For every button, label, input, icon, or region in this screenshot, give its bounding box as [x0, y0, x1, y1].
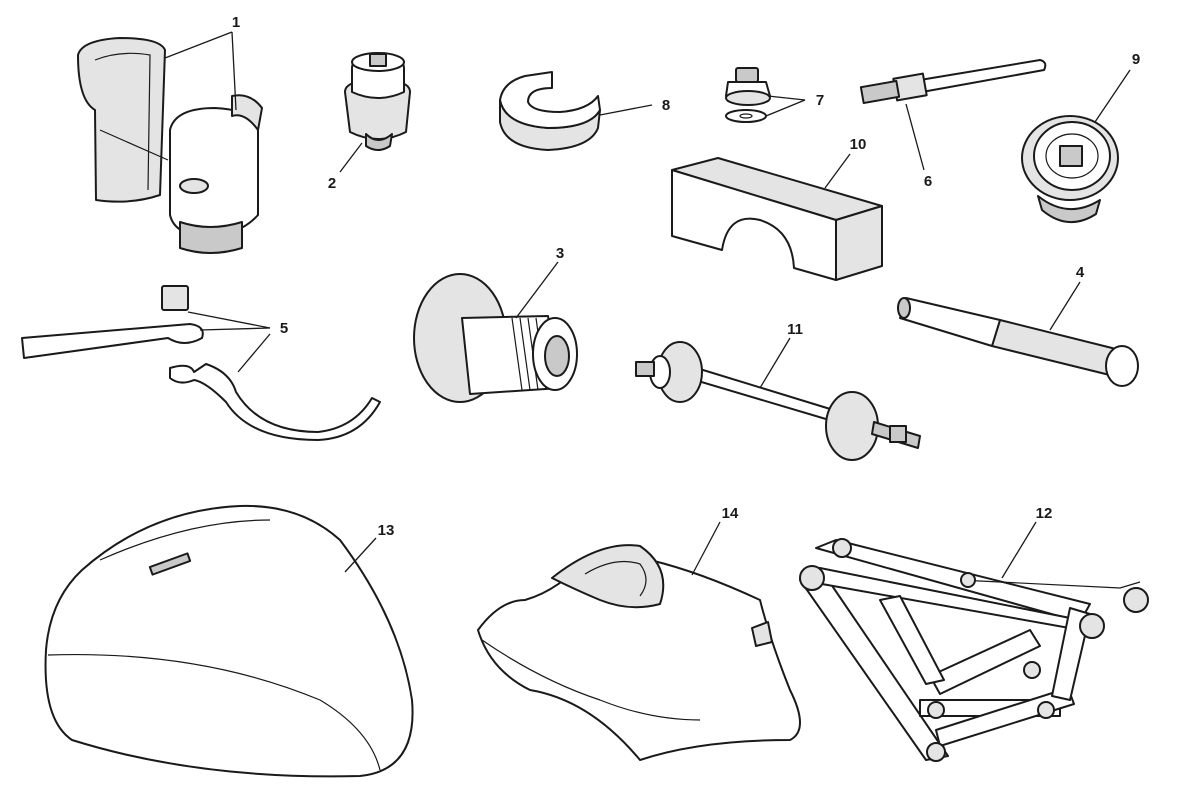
callout-14: 14	[691, 505, 739, 576]
callout-9: 9	[1094, 51, 1140, 123]
callout-8: 8	[599, 97, 670, 116]
callout-7-label: 7	[816, 92, 824, 109]
part-14-cover-bag	[477, 544, 801, 761]
callout-13: 13	[344, 522, 395, 573]
callout-3: 3	[515, 245, 564, 319]
part-1-split-sleeve	[77, 37, 263, 254]
part-3-flanged-sleeve	[413, 273, 578, 403]
callout-1: 1	[164, 14, 240, 111]
callout-3-label: 3	[556, 245, 564, 262]
callout-4: 4	[1049, 264, 1085, 331]
callout-6-label: 6	[924, 173, 932, 190]
callout-11-label: 11	[787, 321, 803, 338]
part-7-stud	[725, 67, 771, 123]
part-2-socket	[344, 52, 411, 151]
callout-10-label: 10	[850, 136, 867, 153]
callout-7: 7	[765, 92, 824, 117]
callout-5-label: 5	[280, 320, 288, 337]
callout-5: 5	[187, 311, 288, 373]
part-10-arch-block	[671, 157, 883, 281]
callout-10: 10	[824, 136, 867, 189]
callout-1-label: 1	[232, 14, 240, 31]
callout-8-label: 8	[662, 97, 670, 114]
callout-13-label: 13	[378, 522, 395, 539]
callout-4-label: 4	[1076, 264, 1085, 281]
part-12-folding-stand	[799, 538, 1149, 762]
callout-2-label: 2	[328, 175, 336, 192]
callout-6: 6	[905, 103, 932, 190]
callout-14-label: 14	[722, 505, 739, 522]
part-13-seat-cover	[44, 504, 414, 778]
part-9-castellated-socket	[1021, 115, 1119, 223]
callout-2: 2	[328, 142, 363, 192]
part-11-puller-rod	[635, 341, 921, 461]
callout-12: 12	[1001, 505, 1053, 579]
part-6-threaded-rod	[859, 59, 1047, 105]
callout-11: 11	[759, 321, 803, 389]
part-8-curved-clip	[499, 71, 601, 151]
part-5-spanner-set	[21, 285, 381, 441]
callout-12-label: 12	[1036, 505, 1053, 522]
callout-9-label: 9	[1132, 51, 1140, 68]
part-4-drift-pin	[897, 297, 1139, 387]
